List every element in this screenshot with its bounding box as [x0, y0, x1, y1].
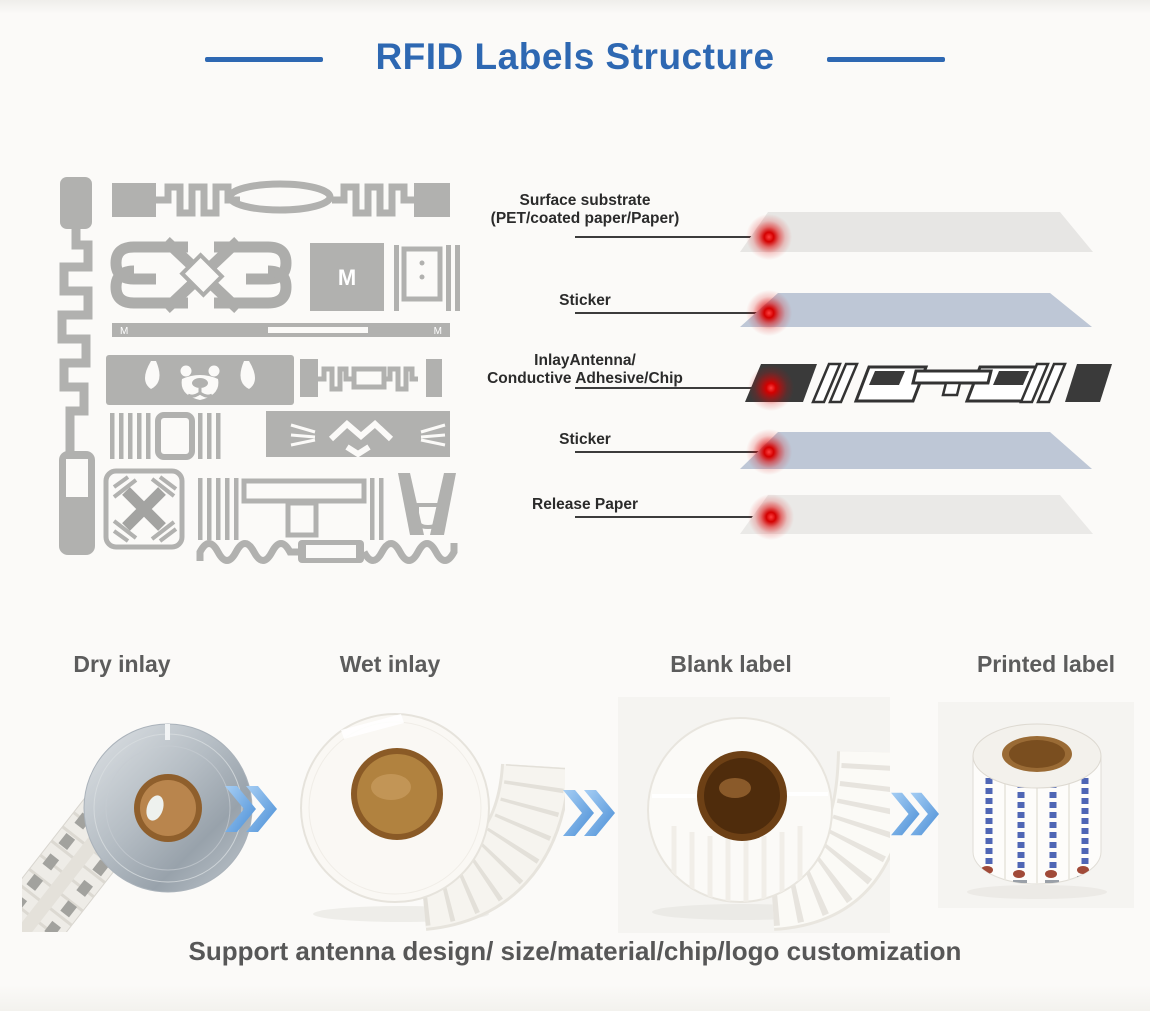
- double-chevron-right-icon: [891, 792, 939, 836]
- title-rule-left: [205, 57, 323, 62]
- pointer-dot: [745, 289, 793, 337]
- wet-inlay-roll-illustration: [300, 713, 565, 931]
- antenna-marking-m: M: [120, 326, 128, 337]
- layer-sticker-bottom: [740, 432, 1092, 469]
- layer-release-paper: [740, 495, 1093, 534]
- layer-surface-substrate: [740, 212, 1093, 252]
- printed-label-roll-illustration: [967, 723, 1107, 899]
- step-label-wet-inlay: Wet inlay: [339, 651, 441, 677]
- page-title: RFID Labels Structure: [375, 36, 775, 77]
- layer-label-surface-substrate: Surface substrate (PET/coated paper/Pape…: [490, 192, 680, 228]
- layer-label-sticker-top: Sticker: [559, 292, 611, 309]
- leader-line: [575, 312, 771, 314]
- step-label-dry-inlay: Dry inlay: [73, 651, 171, 677]
- pointer-dot: [747, 364, 795, 412]
- leader-line: [575, 387, 773, 389]
- footer-note: Support antenna design/ size/material/ch…: [188, 936, 962, 966]
- dry-inlay-roll-illustration: [22, 723, 253, 932]
- double-chevron-right-icon: [563, 790, 615, 836]
- leader-line: [575, 516, 773, 518]
- pointer-dot: [745, 213, 793, 261]
- layer-label-inlay-antenna: InlayAntenna/ Conductive Adhesive/Chip: [487, 352, 683, 388]
- leader-line: [575, 451, 771, 453]
- antenna-marking-m: M: [338, 265, 356, 290]
- double-chevron-right-icon: [225, 786, 277, 832]
- layer-label-sticker-bottom: Sticker: [559, 431, 611, 448]
- leader-line: [575, 236, 771, 238]
- pointer-dot: [747, 493, 795, 541]
- title-rule-right: [827, 57, 945, 62]
- blank-label-roll-illustration: [647, 717, 890, 931]
- layer-label-release-paper: Release Paper: [532, 496, 638, 513]
- antenna-marking-m: M: [434, 326, 442, 337]
- layer-sticker-top: [740, 293, 1092, 327]
- pointer-dot: [745, 428, 793, 476]
- step-label-blank-label: Blank label: [670, 651, 792, 677]
- step-label-printed-label: Printed label: [976, 651, 1116, 677]
- rfid-antenna-designs-collage-icon: M M M: [57, 177, 460, 564]
